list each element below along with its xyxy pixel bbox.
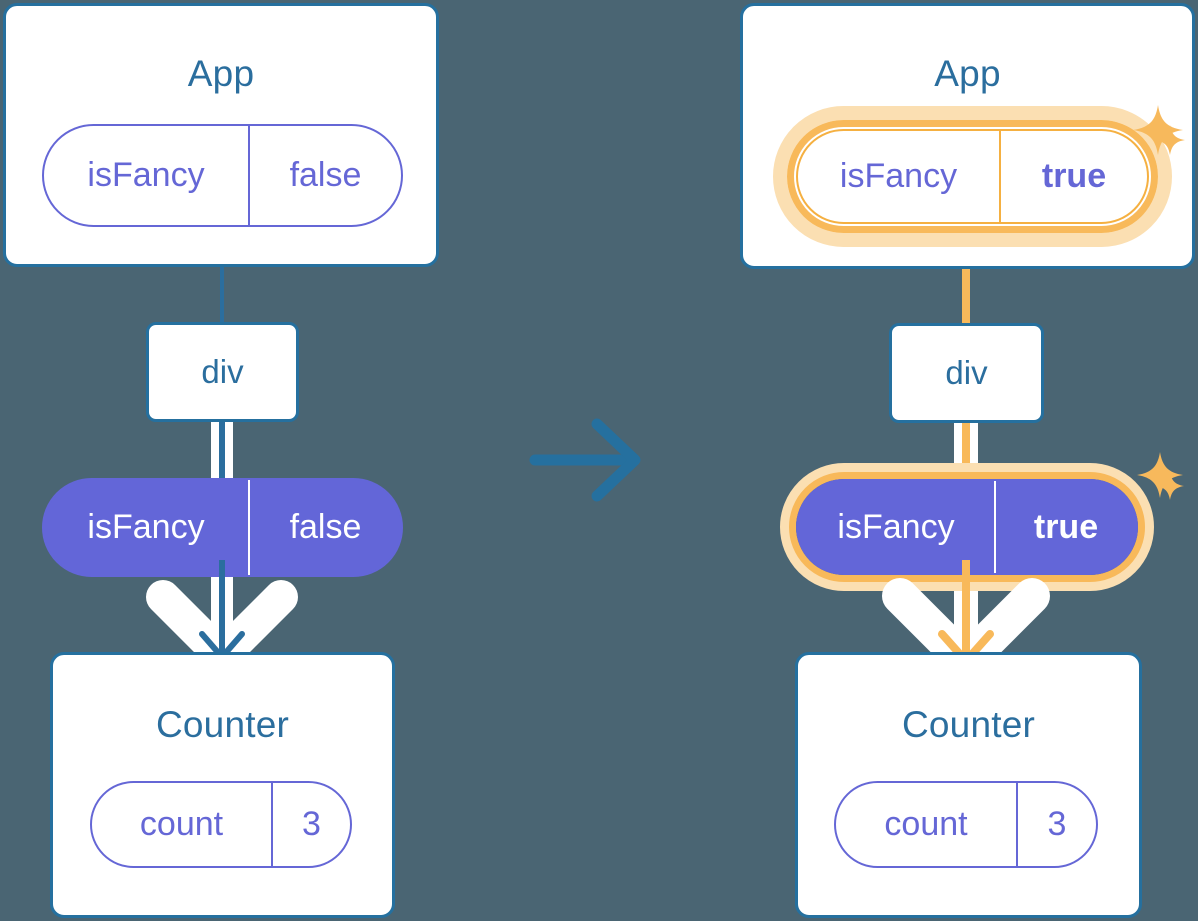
left-counter-state-pill[interactable]: count 3 bbox=[90, 781, 352, 868]
right-app-title: App bbox=[934, 53, 1001, 94]
left-div-node-box: div bbox=[146, 322, 299, 422]
left-counter-title: Counter bbox=[155, 704, 290, 745]
left-app-state-pill-key: isFancy bbox=[87, 156, 205, 194]
left-counter-component-box: Counter bbox=[50, 652, 395, 918]
right-div-node-box: div bbox=[889, 323, 1044, 423]
left-app-title: App bbox=[187, 53, 255, 94]
left-prop-pill-divider bbox=[248, 480, 250, 575]
right-prop-pill-divider bbox=[994, 481, 996, 573]
left-app-state-pill-value: false bbox=[289, 156, 362, 194]
right-prop-pill-value: true bbox=[1033, 507, 1099, 546]
left-app-state-pill-divider bbox=[248, 126, 250, 225]
left-prop-pill-value: false bbox=[289, 508, 362, 546]
left-counter-state-pill-value: 3 bbox=[302, 805, 321, 843]
left-app-state-pill[interactable]: isFancy false bbox=[42, 124, 403, 227]
right-app-state-pill-key: isFancy bbox=[839, 157, 958, 195]
left-counter-state-pill-divider bbox=[271, 783, 273, 866]
left-counter-state-pill-key: count bbox=[139, 805, 224, 843]
right-app-state-pill-value: true bbox=[1041, 157, 1107, 195]
right-prop-pill-key: isFancy bbox=[837, 507, 955, 546]
right-div-node-label: div bbox=[945, 354, 988, 391]
right-counter-title: Counter bbox=[901, 704, 1036, 745]
left-div-node-label: div bbox=[201, 353, 244, 390]
right-counter-state-pill-value: 3 bbox=[1047, 805, 1067, 843]
right-counter-state-pill-key: count bbox=[884, 805, 968, 843]
right-app-state-pill-divider bbox=[999, 131, 1001, 222]
right-app-state-pill[interactable]: isFancy true bbox=[796, 129, 1149, 224]
left-prop-pill-key: isFancy bbox=[87, 508, 205, 546]
right-counter-state-pill[interactable]: count 3 bbox=[834, 781, 1098, 868]
right-counter-state-pill-divider bbox=[1016, 783, 1018, 866]
right-prop-pill[interactable]: isFancy true bbox=[796, 479, 1138, 575]
